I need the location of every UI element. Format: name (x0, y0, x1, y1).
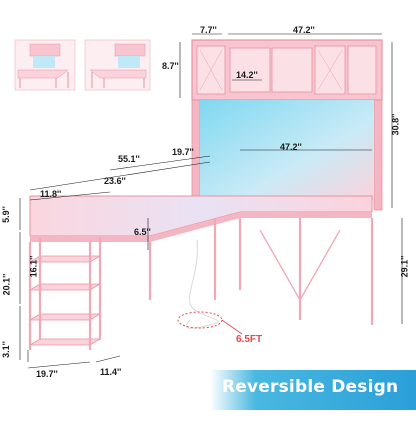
dim-top-width: 47.2'' (293, 25, 315, 35)
thumbnail-left (14, 39, 76, 91)
dim-leg-height: 20.1'' (1, 273, 12, 296)
power-cable (184, 239, 220, 330)
hutch (191, 39, 383, 211)
dim-total-height: 30.8'' (390, 113, 401, 136)
dim-long-side: 55.1'' (118, 154, 140, 164)
thumbnail-right (84, 39, 151, 91)
shelf-unit (28, 255, 102, 346)
banner-title: Reversible Design (222, 377, 399, 397)
desktop (29, 195, 373, 242)
legs (28, 218, 374, 350)
dim-shelf-width: 14.2'' (236, 70, 258, 80)
dim-left-depth: 11.8'' (40, 189, 62, 199)
cable-length-label: 6.5FT (236, 334, 263, 345)
dim-mid-span: 23.6'' (104, 176, 126, 186)
dim-inner-width: 47.2'' (280, 142, 302, 152)
dim-bottom-gap: 3.1'' (0, 341, 11, 358)
dimension-lines (19, 33, 403, 369)
banner-background (210, 370, 416, 410)
dim-bottom-depth: 19.7'' (36, 369, 58, 379)
dim-top-gap: 5.9'' (0, 206, 11, 223)
dim-desk-height: 29.1'' (399, 255, 410, 278)
dim-short-side-top: 19.7'' (172, 147, 194, 157)
dim-bottom-width: 11.4'' (100, 367, 122, 377)
dim-side-height: 6.5'' (134, 227, 151, 237)
dim-shelf-height: 8.7'' (162, 61, 179, 71)
cross-brace (259, 229, 341, 301)
dim-shelf-gap: 16.1'' (28, 255, 39, 278)
dim-top-depth: 7.7'' (200, 25, 217, 35)
